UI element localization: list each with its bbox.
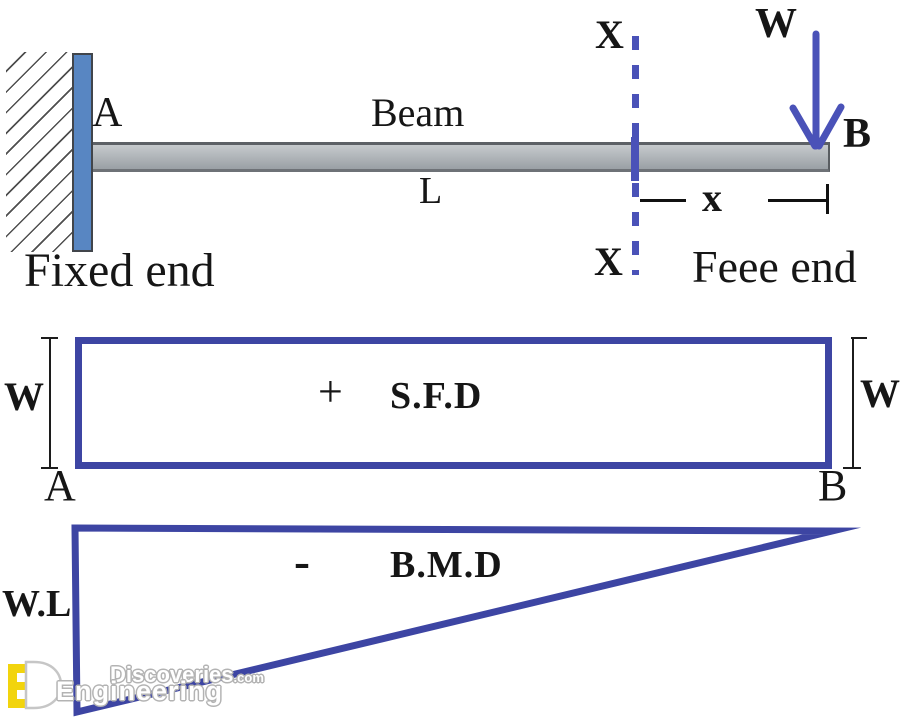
section-mark-bottom-label: X <box>594 239 623 284</box>
point-load-label: W <box>755 1 797 47</box>
section-line-upper <box>632 36 639 137</box>
support-hatching <box>6 52 72 252</box>
bmd-triangle <box>71 524 862 717</box>
watermark-domain-suffix: .com <box>233 670 264 685</box>
beam-label: Beam <box>371 90 465 135</box>
sfd-right-dimension-line <box>852 338 854 468</box>
bmd-peak-value-label: W.L <box>2 583 72 625</box>
beam-bar <box>93 142 830 172</box>
x-dimension-end-tick <box>826 184 829 214</box>
section-cut-mark <box>631 137 639 181</box>
x-dimension-line-left <box>640 199 686 202</box>
x-distance-label: x <box>702 175 722 220</box>
sfd-title: S.F.D <box>390 375 483 417</box>
watermark-discoveries-text: Discoveries.com <box>110 664 264 686</box>
load-arrow-icon <box>789 30 845 150</box>
beam-point-b-label: B <box>843 111 872 157</box>
x-dimension-line-right <box>768 199 826 202</box>
sfd-left-value-label: W <box>4 374 44 419</box>
watermark-brand: Discoveries <box>110 662 234 687</box>
section-mark-top-label: X <box>595 12 624 57</box>
section-line-lower <box>632 183 639 275</box>
sfd-left-dimension-line <box>49 338 51 468</box>
sfd-right-top-tick <box>851 337 867 339</box>
free-end-label: Feee end <box>692 241 857 292</box>
sfd-right-bottom-tick <box>843 467 861 469</box>
sfd-point-b-label: B <box>818 461 848 510</box>
bmd-title: B.M.D <box>390 544 503 586</box>
engineering-discoveries-logo-icon <box>8 660 63 710</box>
sfd-left-top-tick <box>41 337 58 339</box>
watermark-engineering-text: Engineering <box>56 676 224 706</box>
sfd-right-value-label: W <box>860 371 900 416</box>
sfd-left-bottom-tick <box>41 467 58 469</box>
sfd-positive-sign: + <box>318 367 343 416</box>
span-length-label: L <box>419 170 443 212</box>
beam-point-a-label: A <box>92 90 123 136</box>
sfd-point-a-label: A <box>44 461 76 510</box>
sfd-rectangle <box>75 337 832 469</box>
bmd-negative-sign: - <box>294 535 310 588</box>
fixed-end-label: Fixed end <box>24 244 215 297</box>
fixed-support-wall <box>72 53 93 252</box>
